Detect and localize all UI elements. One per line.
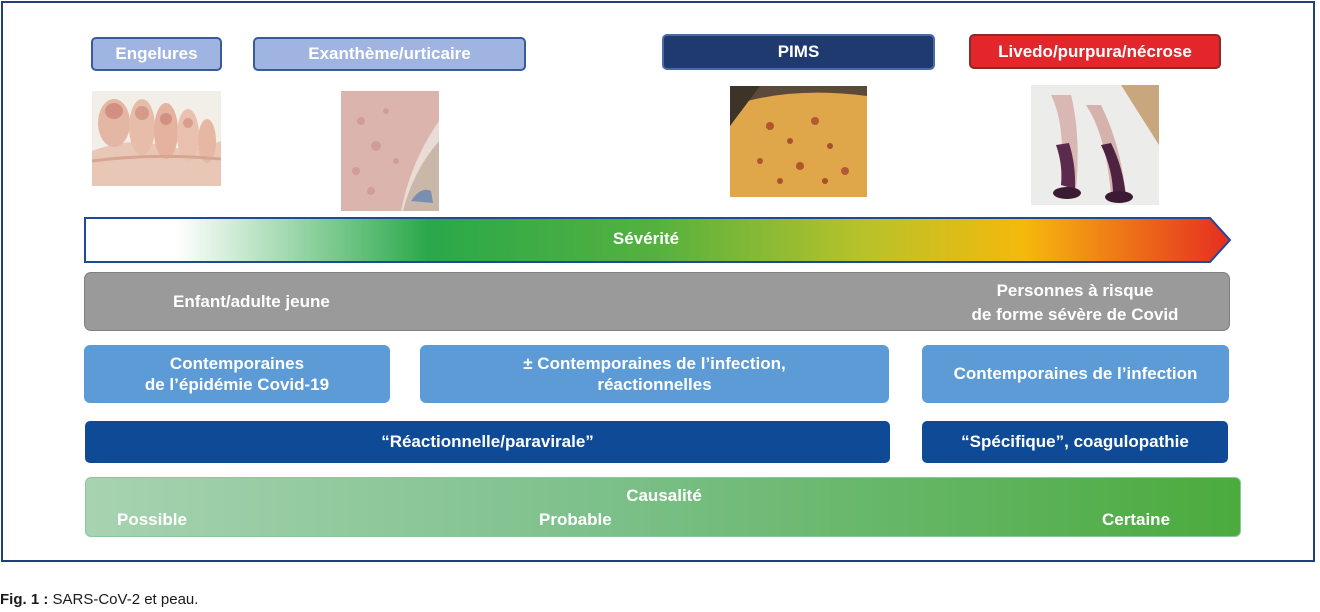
tag-pims: PIMS — [662, 34, 935, 70]
toes-image — [92, 91, 221, 186]
timing-infection-box: Contemporaines de l’infection — [922, 345, 1229, 403]
leg-rash-image — [341, 91, 439, 211]
population-at-risk-line1: Personnes à risque — [996, 281, 1154, 300]
necrosis-feet-image — [1031, 85, 1159, 205]
tag-engelures: Engelures — [91, 37, 222, 71]
timing-epidemic-line1: Contemporaines — [169, 353, 305, 373]
timing-reactional-line2: réactionnelles — [597, 375, 712, 394]
population-at-risk-line2: de forme sévère de Covid — [971, 305, 1179, 324]
photo-livedo — [1031, 85, 1159, 205]
timing-epidemic-box: Contemporaines de l’épidémie Covid-19 — [84, 345, 390, 403]
population-bar: Enfant/adulte jeune Personnes à risque d… — [84, 272, 1230, 331]
timing-reactional-line1: ± Contemporaines de l’infection, — [523, 353, 786, 373]
mechanism-paraviral-box: “Réactionnelle/paravirale” — [85, 421, 890, 463]
tag-livedo-purpura-necrose: Livedo/purpura/nécrose — [969, 34, 1221, 69]
causality-possible-label: Possible — [117, 510, 187, 529]
pims-skin-image — [730, 86, 867, 197]
timing-reactional-box: ± Contemporaines de l’infection, réactio… — [420, 345, 889, 403]
causality-certaine-label: Certaine — [1102, 510, 1171, 529]
photo-pims — [730, 86, 867, 197]
caption-label: Fig. 1 : — [0, 591, 49, 608]
timing-epidemic-line2: de l’épidémie Covid-19 — [144, 375, 330, 394]
causality-bar: Causalité Possible Probable Certaine — [85, 477, 1241, 537]
tag-exantheme-urticaire: Exanthème/urticaire — [253, 37, 526, 71]
photo-engelures — [92, 91, 221, 186]
mechanism-specific-box: “Spécifique”, coagulopathie — [922, 421, 1228, 463]
causality-title: Causalité — [626, 486, 702, 505]
population-young-label: Enfant/adulte jeune — [173, 292, 330, 311]
photo-exantheme — [341, 91, 439, 211]
figure-caption: Fig. 1 : SARS-CoV-2 et peau. — [0, 591, 198, 608]
caption-text: SARS-CoV-2 et peau. — [48, 591, 199, 608]
severity-arrow — [84, 217, 1232, 263]
causality-probable-label: Probable — [539, 510, 612, 529]
severity-label: Sévérité — [612, 229, 680, 248]
population-at-risk-label: Personnes à risque de forme sévère de Co… — [915, 279, 1235, 327]
